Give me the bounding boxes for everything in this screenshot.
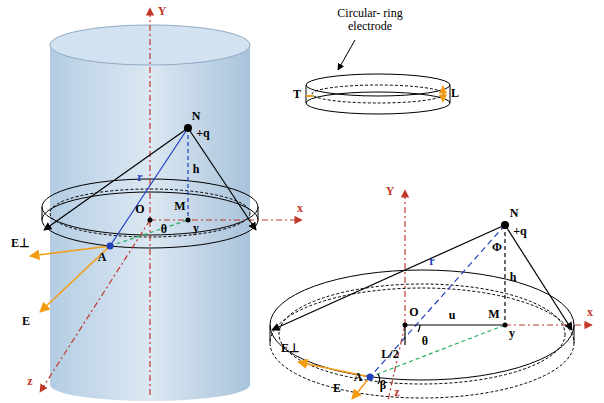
field-label: E⊥ xyxy=(11,237,29,250)
dimension-label: T xyxy=(293,88,301,101)
coordinate-label: y xyxy=(193,222,199,235)
dimension-label: L/2 xyxy=(381,348,398,361)
angle-label: θ xyxy=(422,335,428,348)
field-label: E⊥ xyxy=(281,342,299,355)
origin-label: O xyxy=(135,203,144,216)
axis-label: z xyxy=(27,375,32,388)
dimension-label: L xyxy=(451,87,459,100)
point-label: M xyxy=(488,308,499,321)
point-label: N xyxy=(192,110,201,123)
part-name: Circular- ring electrode xyxy=(315,7,425,33)
axis-label: z xyxy=(394,386,399,399)
angle-label: θ xyxy=(161,223,167,236)
distance-label: r xyxy=(429,255,434,268)
axis-label: x xyxy=(297,202,303,215)
axes xyxy=(40,8,302,395)
axes-enlarged xyxy=(388,190,592,400)
point-label: A xyxy=(98,251,107,264)
axis-label: Y xyxy=(158,5,167,18)
field-label: E xyxy=(333,382,341,395)
field-label: E xyxy=(22,315,30,328)
coordinate-label: y xyxy=(509,327,515,340)
charge-label: +q xyxy=(196,127,210,140)
height-label: h xyxy=(510,271,517,284)
point-label: A xyxy=(354,371,363,384)
height-label: h xyxy=(193,163,200,176)
charge-label: +q xyxy=(513,225,527,238)
geometry-lines xyxy=(30,124,256,312)
point-label: N xyxy=(510,207,519,220)
axis-label: x xyxy=(587,306,593,319)
ring-electrode-enlarged xyxy=(270,270,574,398)
angle-label: β xyxy=(380,379,386,392)
axis-label: Y xyxy=(386,185,395,198)
point-label: M xyxy=(174,200,185,213)
ring-electrode-detail xyxy=(306,40,450,114)
origin-label: O xyxy=(409,306,418,319)
geometry-lines-enlarged xyxy=(272,221,572,399)
angle-label: Φ xyxy=(492,241,502,254)
distance-label: u xyxy=(449,309,456,322)
distance-label: r xyxy=(137,171,142,184)
